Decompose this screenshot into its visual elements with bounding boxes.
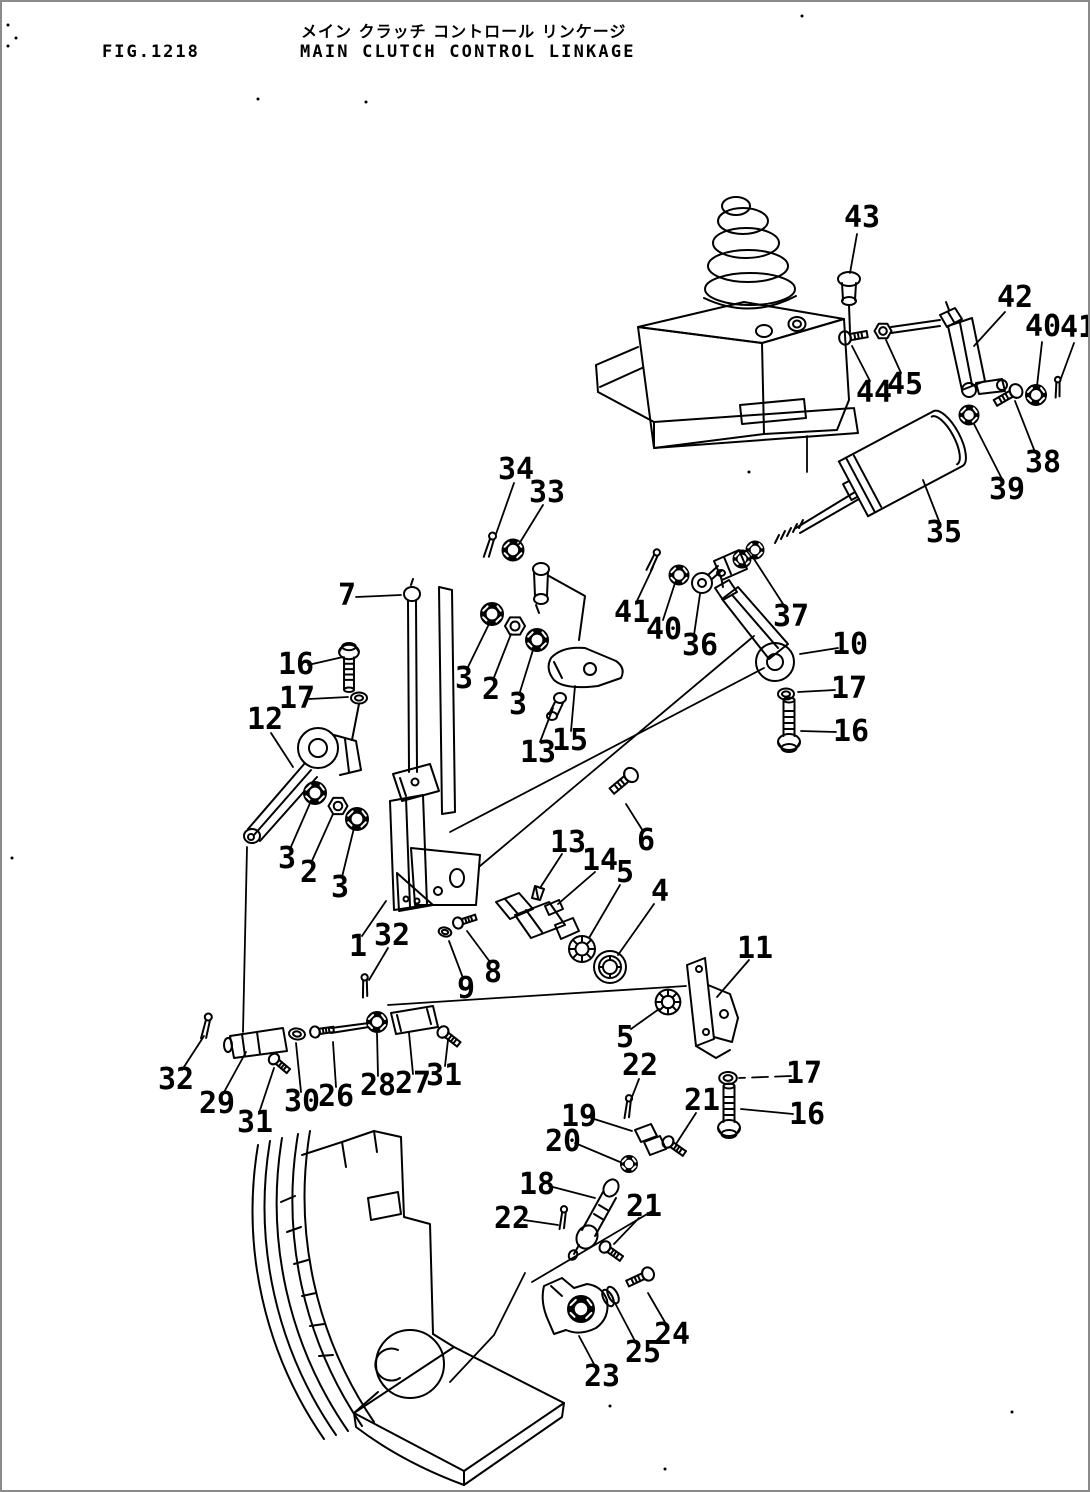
bolt-16 [717, 1082, 741, 1139]
washer-17 [718, 1070, 738, 1086]
rod-18 [567, 1177, 622, 1262]
key-14 [545, 900, 563, 915]
clevis-19 [635, 1124, 666, 1155]
clamp-29 [224, 1028, 287, 1058]
washer-3 [524, 627, 550, 653]
washer-25 [600, 1285, 621, 1308]
washer-9 [436, 925, 454, 939]
nut-39 [958, 404, 980, 426]
yoke-group [543, 1094, 689, 1334]
bolt-21 [659, 1133, 689, 1160]
washer-40 [668, 564, 690, 586]
link-15 [549, 648, 623, 687]
rod-end-36 [692, 566, 721, 593]
nut-45 [873, 322, 893, 340]
yoke-23 [543, 1278, 608, 1334]
washer-5 [568, 935, 596, 963]
shaft-coupling-group [496, 764, 642, 984]
pin-13 [532, 886, 544, 900]
housing-column [302, 1131, 433, 1334]
washer-5 [654, 988, 682, 1016]
washer-3 [479, 601, 505, 627]
bracket-11 [687, 958, 738, 1058]
cylinder-35-assembly [645, 406, 973, 593]
housing-boss [375, 1330, 444, 1398]
lever-10-assembly [715, 570, 801, 753]
bolt-6 [606, 764, 642, 798]
nut-2 [327, 796, 349, 816]
rod-end-26 [308, 1023, 336, 1039]
tall-plate [439, 587, 455, 814]
bolt-16 [338, 642, 360, 693]
washer-3 [302, 780, 328, 806]
bolt-44 [837, 326, 870, 347]
link-27 [391, 1006, 438, 1034]
cylinder-35 [833, 406, 973, 520]
leader-lines [182, 234, 1074, 1366]
pin-washer-group-upper [479, 530, 623, 720]
lever-12 [244, 728, 361, 843]
figure-number: FIG.1218 [102, 42, 200, 62]
lower-linkage-group [200, 1006, 464, 1077]
washer-40 [1025, 384, 1047, 406]
nut-2 [504, 616, 526, 636]
bolt-31 [434, 1023, 464, 1050]
cotter-pin-22 [558, 1205, 569, 1230]
figure-title-english: MAIN CLUTCH CONTROL LINKAGE [300, 42, 636, 62]
housing-foot [354, 1334, 564, 1485]
plug-43 [838, 272, 860, 332]
control-lever-console [596, 197, 1007, 448]
rod-7 [404, 579, 420, 772]
nut-28 [366, 1011, 388, 1033]
bolt-31 [265, 1050, 293, 1077]
bell-housing [253, 1131, 564, 1485]
nut-20 [620, 1155, 638, 1173]
washer-3 [344, 806, 370, 832]
cotter-pin-34 [482, 530, 498, 560]
console-front-pad [740, 399, 806, 424]
cotter-pin-32 [358, 972, 372, 999]
figure-title-japanese: メイン クラッチ コントロール リンケージ [301, 22, 627, 41]
washer-17 [350, 691, 368, 705]
cotter-pin-41 [645, 547, 662, 574]
cotter-pin-32 [200, 1012, 214, 1041]
bearing-4 [593, 950, 627, 984]
scan-specks [6, 14, 1014, 1471]
lever-boot [704, 197, 796, 309]
rod-and-bellcrank-42 [837, 302, 1007, 397]
bracket-1 [390, 764, 480, 911]
connection-lines [243, 436, 807, 1382]
bracket-1-group [244, 579, 480, 999]
piston-rod [796, 492, 855, 528]
bolt-21 [596, 1238, 626, 1265]
washer-30 [287, 1026, 307, 1042]
fastener-group-top-right [958, 375, 1064, 426]
bolt-8 [450, 911, 479, 931]
bolt-16 [777, 696, 801, 753]
pin-13 [533, 563, 549, 613]
bolt-24 [623, 1264, 658, 1291]
